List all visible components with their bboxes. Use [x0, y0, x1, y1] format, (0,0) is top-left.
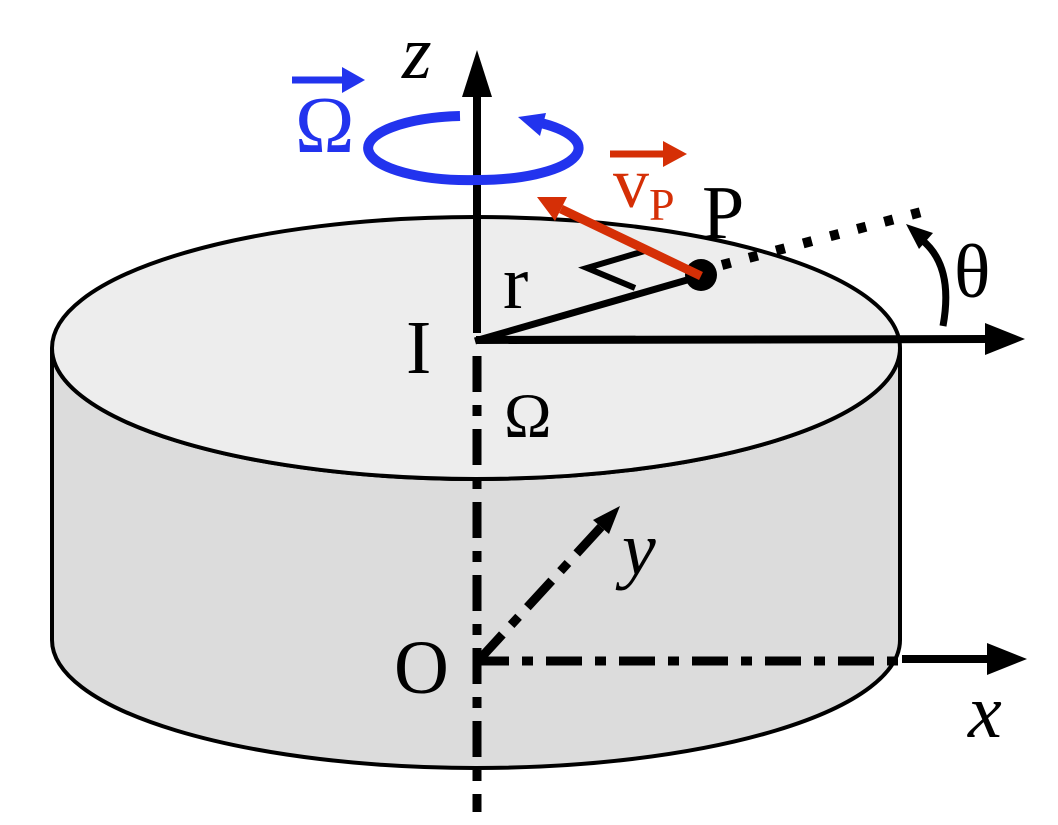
reference-axis-arrowhead — [985, 323, 1025, 355]
radius-label: r — [503, 241, 529, 325]
y-axis-label: y — [622, 507, 656, 591]
y-axis-arrowhead — [593, 506, 620, 534]
rotation-direction-arc — [363, 111, 584, 186]
reference-axis-line — [475, 335, 989, 344]
theta-angle-arrowhead — [906, 224, 933, 249]
top-center-point-label: I — [406, 306, 432, 390]
x-axis-label: x — [968, 670, 1002, 754]
velocity-label-subscript: P — [649, 178, 675, 230]
y-axis-dashdot-line — [474, 523, 605, 665]
radius-line — [474, 272, 702, 345]
angular-velocity-vector-label: Ω — [295, 82, 355, 170]
point-p-label: P — [702, 171, 745, 255]
velocity-vector-label: vP — [613, 147, 675, 228]
z-axis-label: z — [402, 11, 432, 95]
angular-velocity-axis-label: Ω — [504, 380, 552, 451]
right-angle-marker — [578, 247, 649, 291]
z-axis-arrowhead — [462, 50, 492, 97]
x-axis-arrowhead — [987, 643, 1027, 675]
velocity-label-vector-arrowhead — [663, 141, 687, 167]
velocity-vector-arrowhead — [537, 197, 567, 221]
velocity-vector-line — [559, 204, 703, 281]
velocity-label-main: v — [613, 143, 649, 223]
rotation-direction-arrowhead — [518, 113, 546, 136]
theta-angle-arrow-curve — [919, 237, 950, 327]
omega-label-vector-arrowhead — [342, 67, 365, 93]
origin-point-label: O — [394, 626, 449, 710]
radius-dotted-extension — [720, 206, 927, 270]
theta-angle-label: θ — [954, 230, 991, 314]
